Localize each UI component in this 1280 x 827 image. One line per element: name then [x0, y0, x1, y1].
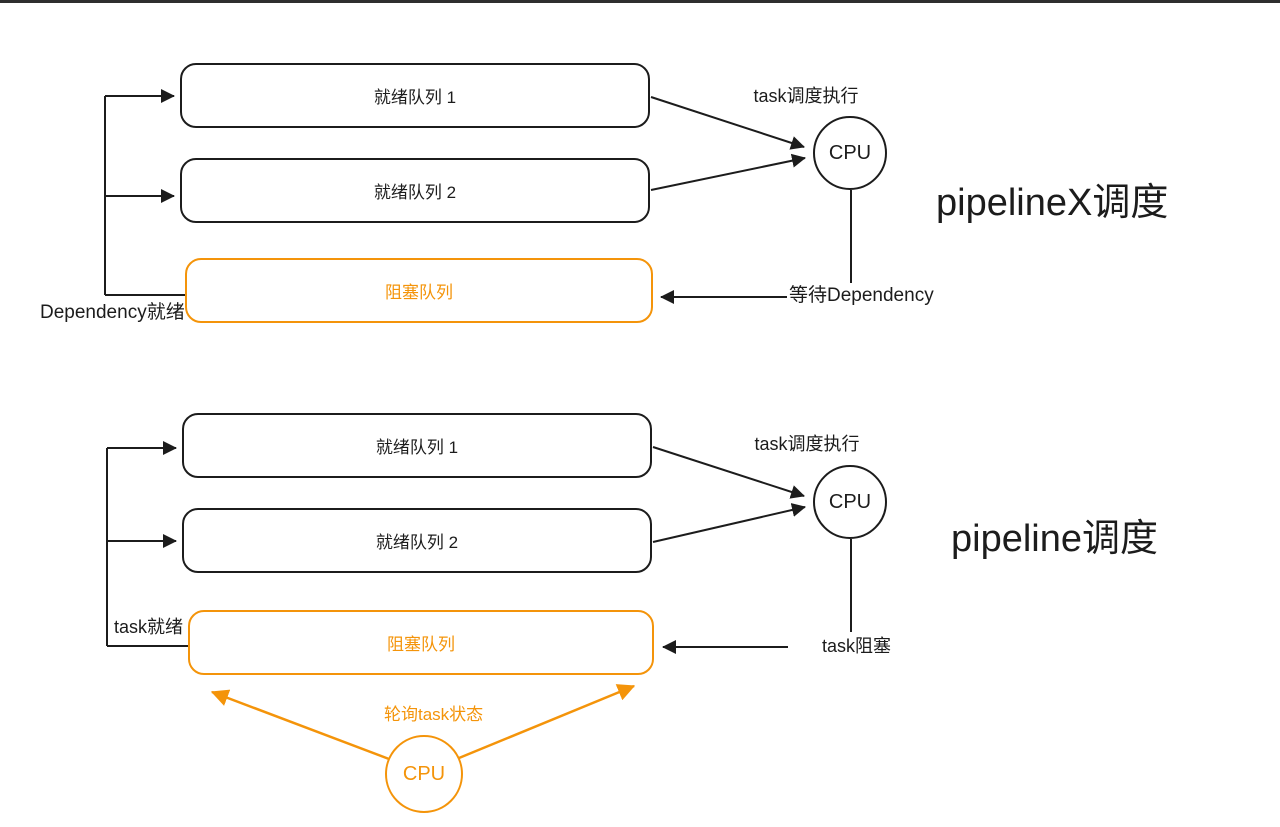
top-dispatch-label: task调度执行	[753, 86, 859, 106]
top-cpu-circle: CPU	[813, 116, 887, 190]
top-dependency-ready-label: Dependency就绪	[40, 302, 185, 323]
bottom-task-ready-label: task就绪	[114, 617, 184, 637]
bottom-diagram-title: pipeline调度	[951, 518, 1158, 560]
bottom-diagram-wires	[106, 441, 852, 654]
arrow-pollcpu-to-blocked-right	[458, 684, 636, 760]
poll-cpu-wires	[210, 684, 636, 761]
top-wait-dependency-label: 等待Dependency	[789, 285, 934, 306]
arrow-pollcpu-to-blocked-left	[210, 689, 390, 761]
top-diagram-title: pipelineX调度	[936, 182, 1169, 224]
top-diagram-wires	[104, 89, 852, 304]
bottom-blocked-queue-box: 阻塞队列	[188, 610, 654, 675]
top-blocked-queue-box: 阻塞队列	[185, 258, 653, 323]
top-ready-queue-1-box: 就绪队列 1	[180, 63, 650, 128]
bottom-dispatch-label: task调度执行	[754, 434, 860, 454]
bottom-ready-queue-2-box: 就绪队列 2	[182, 508, 652, 573]
section-divider	[0, 0, 1280, 3]
poll-task-status-label: 轮询task状态	[384, 705, 484, 724]
arrow-bottom-ready1-to-cpu	[652, 446, 805, 499]
bottom-ready-queue-1-box: 就绪队列 1	[182, 413, 652, 478]
poll-cpu-circle: CPU	[385, 735, 463, 813]
bottom-task-block-label: task阻塞	[822, 636, 892, 656]
top-ready-queue-2-box: 就绪队列 2	[180, 158, 650, 223]
arrow-top-ready2-to-cpu	[650, 153, 806, 191]
arrow-top-ready1-to-cpu	[650, 96, 805, 150]
arrow-bottom-ready2-to-cpu	[652, 503, 806, 543]
bottom-cpu-circle: CPU	[813, 465, 887, 539]
